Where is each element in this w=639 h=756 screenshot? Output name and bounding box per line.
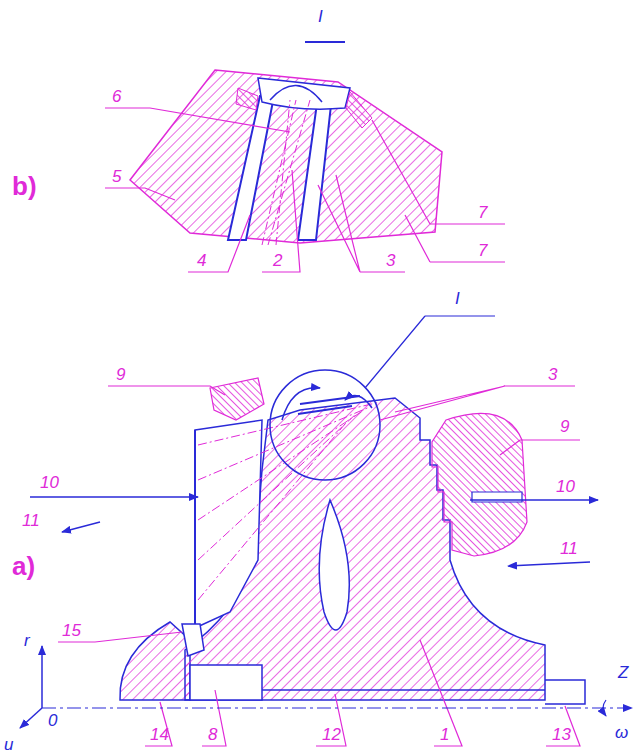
callout-number: ω bbox=[615, 724, 628, 742]
callout-number: 9 bbox=[116, 366, 125, 384]
callout-number: 10 bbox=[40, 474, 59, 492]
callout-number: I bbox=[318, 8, 323, 26]
callout-number: 14 bbox=[150, 726, 169, 744]
callout-number: 0 bbox=[48, 712, 57, 730]
callout-number: 13 bbox=[552, 726, 571, 744]
view-label: b) bbox=[12, 172, 37, 200]
callout-number: 4 bbox=[197, 252, 206, 270]
callout-number: 5 bbox=[112, 168, 121, 186]
view-label: a) bbox=[12, 552, 35, 580]
callout-number: 11 bbox=[560, 540, 578, 558]
callout-number: 2 bbox=[273, 252, 282, 270]
callout-number: 7 bbox=[478, 204, 487, 222]
callout-number: u bbox=[4, 736, 13, 754]
callout-number: 8 bbox=[208, 726, 217, 744]
callout-number: 7 bbox=[478, 242, 487, 260]
callout-number: r bbox=[24, 632, 30, 650]
callout-number: 12 bbox=[322, 726, 341, 744]
callout-number: 3 bbox=[548, 366, 557, 384]
callout-number: I bbox=[455, 290, 460, 308]
callout-number: 11 bbox=[22, 512, 40, 530]
callout-number: 15 bbox=[62, 622, 81, 640]
callout-number: 10 bbox=[556, 478, 575, 496]
callout-number: 1 bbox=[440, 726, 449, 744]
callout-number: Z bbox=[618, 664, 628, 682]
callout-number: 6 bbox=[112, 88, 121, 106]
callout-number: 3 bbox=[386, 252, 395, 270]
callout-number: 9 bbox=[560, 418, 569, 436]
